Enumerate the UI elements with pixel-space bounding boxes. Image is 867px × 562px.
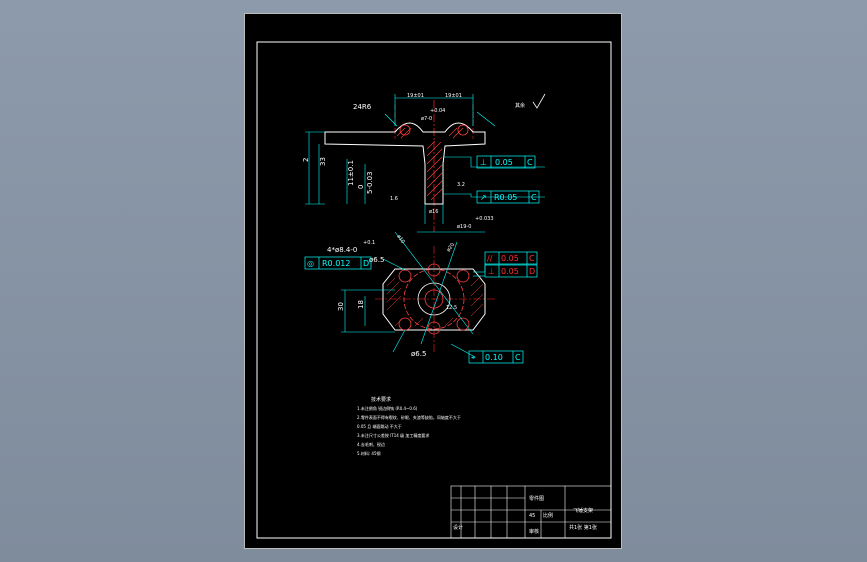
bottom-hatch	[386, 275, 484, 327]
svg-text:⊥: ⊥	[488, 267, 495, 276]
note-line-5: 4.去毛刺、锐边	[357, 441, 385, 447]
svg-text:C: C	[527, 158, 533, 167]
fillet-label: 24R6	[353, 103, 372, 111]
title-block-checker: 审核	[529, 528, 539, 535]
tol-033-label: +0.033	[475, 216, 494, 222]
holes-label: 4*ø8.4-0	[327, 246, 357, 254]
top-view: 24R6 19±01 19±01 +0.04 ø7-0 其余 2 33 11±0…	[302, 93, 546, 233]
svg-text:0.05: 0.05	[501, 254, 519, 263]
bottom-outline	[382, 268, 486, 331]
rough-b-label: 3.2	[457, 182, 465, 188]
note-line-4: 3.未注尺寸公差按 IT14 级 加工精度要求	[357, 432, 429, 438]
title-block-name: 零件图	[529, 495, 544, 502]
roughness-check-icon	[532, 93, 546, 109]
height-33-label: 33	[319, 157, 327, 166]
title-block	[450, 485, 612, 539]
title-block-scale: 比例	[543, 512, 553, 519]
top-dimensions	[305, 94, 545, 233]
notes-title: 技术要求	[371, 396, 391, 403]
fcf-concentricity: ◎ R0.012 D	[304, 256, 372, 270]
drawing-canvas: 24R6 19±01 19±01 +0.04 ø7-0 其余 2 33 11±0…	[256, 41, 612, 539]
svg-text:0.05: 0.05	[501, 267, 519, 276]
drawing-frame	[256, 41, 612, 539]
svg-text:◎: ◎	[307, 259, 314, 268]
fcf-perpendicularity: ⊥ 0.05 C	[476, 155, 536, 169]
bottom-dimensions	[341, 231, 486, 358]
dim-right-label: 19±01	[445, 93, 462, 99]
dim-18-label: 18	[357, 300, 365, 309]
title-block-designer: 设计	[453, 524, 463, 531]
title-block-material: 45	[529, 513, 535, 519]
height-11-label: 11±0.1	[347, 160, 355, 186]
fcf-perpendicularity-d: ⊥ 0.05 D	[484, 264, 538, 278]
dim-65-bot-label: ø6.5	[411, 350, 426, 358]
dim-12-5-label: 12.5	[446, 305, 457, 311]
note-line-3: 0.05 且 端面跳动 不大于	[357, 423, 402, 429]
svg-text:R0.05: R0.05	[494, 193, 517, 202]
height-5-label: 5-0.03	[366, 171, 374, 194]
svg-text:C: C	[515, 353, 521, 362]
fcf-runout: ↗ R0.05 C	[476, 190, 540, 204]
top-outline	[324, 122, 486, 205]
drawing-sheet: 24R6 19±01 19±01 +0.04 ø7-0 其余 2 33 11±0…	[244, 13, 622, 549]
holes-tol-label: +0.1	[363, 240, 375, 246]
title-block-drawing-no: 飞锤支架	[573, 507, 593, 514]
svg-text:R0.012: R0.012	[322, 259, 350, 268]
fcf-position: ⌖ 0.10 C	[468, 350, 524, 364]
svg-text:D: D	[529, 267, 535, 276]
title-block-sheet: 共1张 第1张	[569, 524, 597, 531]
note-line-6: 5.材料: 45钢	[357, 450, 381, 456]
svg-text:0.10: 0.10	[485, 353, 503, 362]
dim-left-label: 19±01	[407, 93, 424, 99]
svg-text:C: C	[529, 254, 535, 263]
roughness-mark-label: 其余	[515, 102, 525, 109]
svg-text:D: D	[363, 259, 369, 268]
dim-30-label: 30	[337, 302, 345, 311]
note-line-2: 2.零件表面不得有裂纹、砂眼、夹渣等缺陷，同轴度不大于	[357, 414, 461, 420]
bottom-view: 4*ø8.4-0 +0.1 ø6.5 ø6.5 30 18 12.5 ø10 ø…	[304, 231, 538, 364]
svg-text://: //	[487, 254, 493, 263]
angle-b-label: ø20	[446, 242, 456, 253]
tol-top2-label: ø7-0	[421, 116, 432, 122]
angle-a-label: ø10	[395, 234, 405, 245]
rough-a-label: 1.6	[390, 196, 398, 202]
dim-19-label: ø19-0	[457, 224, 471, 230]
top-hatch	[396, 127, 464, 201]
note-line-1: 1.未注倒角 锐边倒钝 (R0.4~0.6)	[357, 405, 418, 411]
technical-notes: 技术要求 1.未注倒角 锐边倒钝 (R0.4~0.6) 2.零件表面不得有裂纹、…	[357, 396, 461, 456]
dim-16-label: ø16	[429, 209, 438, 215]
svg-text:↗: ↗	[480, 193, 487, 202]
tol-top-label: +0.04	[430, 108, 445, 114]
svg-text:0.05: 0.05	[495, 158, 513, 167]
dim-65-top-label: ø6.5	[369, 256, 384, 264]
svg-text:C: C	[531, 193, 537, 202]
svg-text:⊥: ⊥	[480, 158, 487, 167]
height-0-label: 0	[357, 185, 365, 189]
height-2-label: 2	[302, 158, 310, 162]
fcf-parallelism: // 0.05 C	[484, 251, 538, 265]
svg-text:⌖: ⌖	[471, 353, 476, 362]
